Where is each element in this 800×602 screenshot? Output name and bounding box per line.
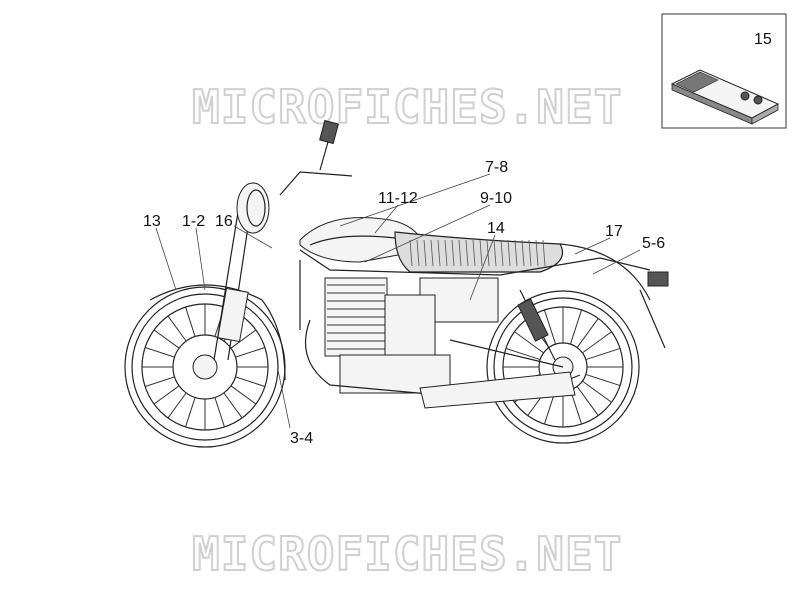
callout-9-10: 9-10 — [480, 190, 512, 207]
callout-17: 17 — [605, 223, 623, 240]
front-wheel — [124, 286, 286, 448]
watermark-top: MICROFICHES.NET — [192, 80, 622, 134]
callout-11-12: 11-12 — [378, 190, 418, 207]
callout-14: 14 — [487, 220, 505, 237]
callout-7-8: 7-8 — [485, 159, 508, 176]
callout-13: 13 — [143, 213, 161, 230]
callout-5-6: 5-6 — [642, 235, 665, 252]
callout-1-2: 1-2 — [182, 213, 205, 230]
callout-16: 16 — [215, 213, 233, 230]
leader-lines — [155, 173, 641, 429]
callout-3-4: 3-4 — [290, 430, 313, 447]
inset-box: 15 — [661, 13, 787, 129]
inset-label: 15 — [754, 31, 772, 48]
motorcycle-drawing — [124, 119, 669, 448]
watermark-bottom: MICROFICHES.NET — [192, 527, 622, 581]
manual-book-icon — [670, 69, 780, 125]
callout-labels: 7-8 11-12 9-10 13 1-2 16 14 17 5-6 3-4 — [143, 159, 665, 447]
